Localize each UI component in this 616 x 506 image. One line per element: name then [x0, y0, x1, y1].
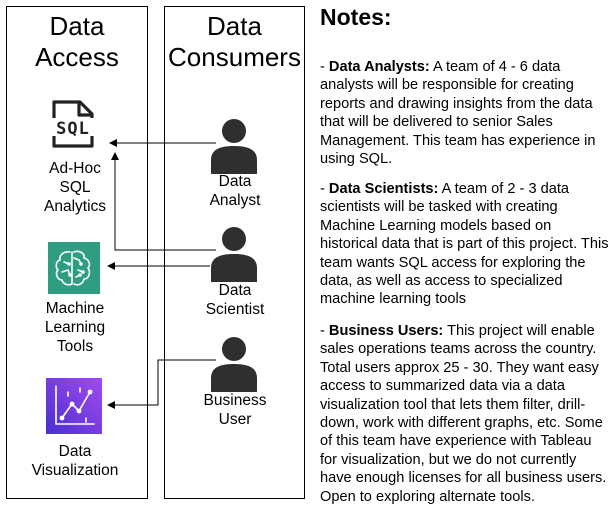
- data-scientist-user-icon: [211, 227, 257, 282]
- note-body: A team of 4 - 6 data analysts will be re…: [320, 59, 596, 168]
- note-business-users: - Business Users: This project will enab…: [320, 322, 610, 506]
- machine-learning-brain-icon: [48, 242, 100, 294]
- business-label-line2: User: [218, 411, 252, 428]
- scientist-label-line1: Data: [218, 282, 252, 299]
- business-user-icon: [211, 337, 257, 392]
- scientist-label-line2: Scientist: [205, 301, 265, 318]
- note-heading: Data Scientists:: [328, 181, 439, 197]
- viz-label-line1: Data: [58, 443, 92, 460]
- note-heading: Data Analysts:: [328, 59, 430, 75]
- data-access-title: Data Access: [7, 11, 147, 73]
- note-prefix: -: [320, 59, 329, 75]
- data-consumers-title: Data Consumers: [165, 11, 304, 73]
- data-access-column: Data Access: [6, 6, 148, 499]
- svg-text:SQL: SQL: [56, 119, 90, 139]
- note-heading: Business Users:: [328, 323, 444, 339]
- data-consumers-column: Data Consumers: [164, 6, 305, 499]
- ml-label-line1: Machine: [45, 300, 105, 317]
- ml-label-line2: Learning: [44, 319, 106, 336]
- data-scientist-label: Data Scientist: [180, 281, 290, 319]
- note-prefix: -: [320, 181, 329, 197]
- business-user-label: Business User: [180, 391, 290, 429]
- data-viz-label: Data Visualization: [20, 442, 130, 480]
- sql-label-line3: Analytics: [43, 198, 107, 215]
- notes-title: Notes:: [320, 4, 392, 30]
- data-access-title-line2: Access: [35, 42, 119, 72]
- analyst-label-line2: Analyst: [209, 192, 261, 209]
- ml-label-line3: Tools: [56, 338, 94, 355]
- note-data-scientists: - Data Scientists: A team of 2 - 3 data …: [320, 180, 610, 309]
- data-access-title-line1: Data: [49, 11, 105, 41]
- analyst-label-line1: Data: [218, 173, 252, 190]
- data-analyst-label: Data Analyst: [180, 172, 290, 210]
- data-consumers-title-line1: Data: [207, 11, 262, 41]
- viz-label-line2: Visualization: [31, 462, 119, 479]
- sql-label-line2: SQL: [59, 179, 91, 196]
- data-consumers-title-line2: Consumers: [168, 42, 301, 72]
- data-analyst-user-icon: [211, 119, 257, 174]
- data-visualization-chart-icon: [46, 378, 102, 434]
- sql-label-line1: Ad-Hoc: [49, 160, 101, 177]
- note-body: This project will enable sales operation…: [320, 323, 607, 505]
- sql-analytics-label: Ad-Hoc SQL Analytics: [20, 159, 130, 216]
- business-label-line1: Business: [203, 392, 267, 409]
- note-data-analysts: - Data Analysts: A team of 4 - 6 data an…: [320, 58, 610, 168]
- ml-tools-label: Machine Learning Tools: [20, 299, 130, 356]
- note-body: A team of 2 - 3 data scientists will be …: [320, 181, 609, 308]
- sql-document-icon: SQL: [48, 98, 100, 150]
- note-prefix: -: [320, 323, 329, 339]
